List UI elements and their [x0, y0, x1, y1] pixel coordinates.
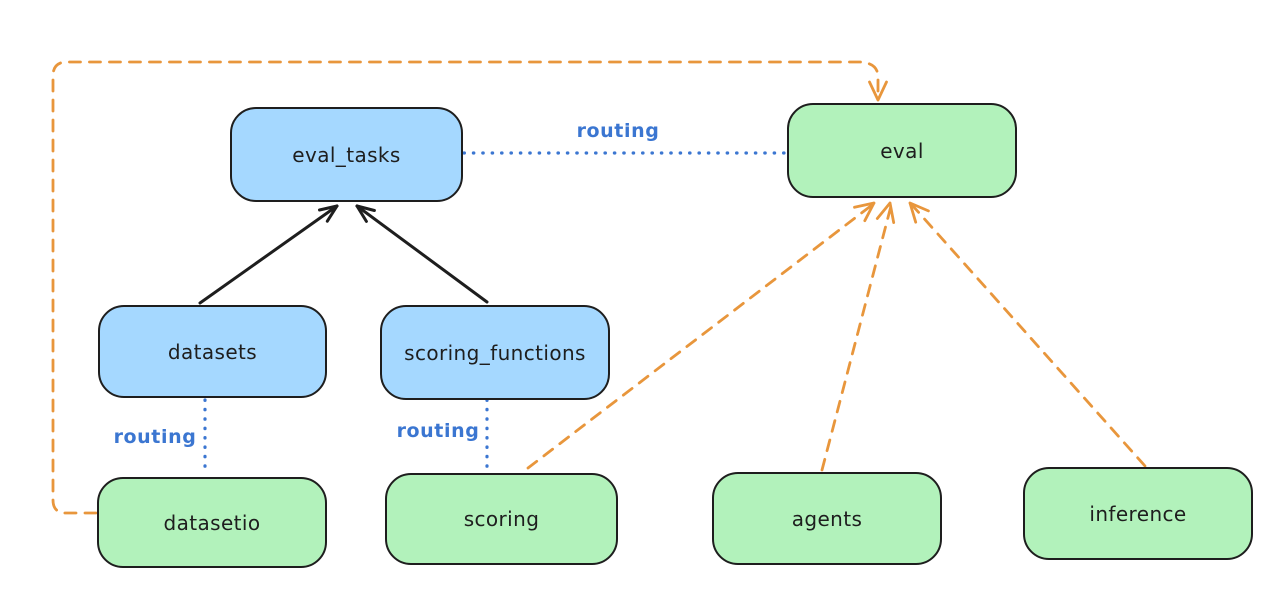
node-eval-tasks: eval_tasks: [230, 107, 463, 202]
edge-label-routing-datasets-datasetio: routing: [113, 426, 197, 448]
node-scoring-functions-label: scoring_functions: [404, 340, 586, 365]
node-inference: inference: [1023, 467, 1253, 560]
node-datasets-label: datasets: [167, 339, 258, 364]
node-agents: agents: [712, 472, 942, 565]
edge-inference-to-eval: [908, 201, 1147, 468]
edge-datasets-to-eval-tasks: [198, 204, 339, 305]
edge-label-routing-eval-tasks-eval: routing: [576, 120, 660, 142]
node-inference-label: inference: [1089, 501, 1187, 526]
edge-scoring-functions-to-eval-tasks: [355, 204, 489, 304]
edge-label-routing-scoring-functions-scoring: routing: [396, 420, 480, 442]
edge-agents-to-eval: [820, 201, 896, 472]
node-eval-tasks-label: eval_tasks: [292, 142, 401, 167]
node-eval: eval: [787, 103, 1017, 198]
edge-scoring-to-eval: [526, 201, 876, 470]
node-datasetio: datasetio: [97, 477, 327, 568]
node-datasets: datasets: [98, 305, 327, 398]
node-eval-label: eval: [880, 138, 924, 163]
node-agents-label: agents: [791, 506, 863, 531]
node-datasetio-label: datasetio: [163, 510, 261, 535]
node-scoring-label: scoring: [463, 507, 540, 531]
edge-datasetio-to-eval: [51, 60, 888, 515]
node-scoring: scoring: [385, 473, 618, 565]
node-scoring-functions: scoring_functions: [380, 305, 610, 400]
